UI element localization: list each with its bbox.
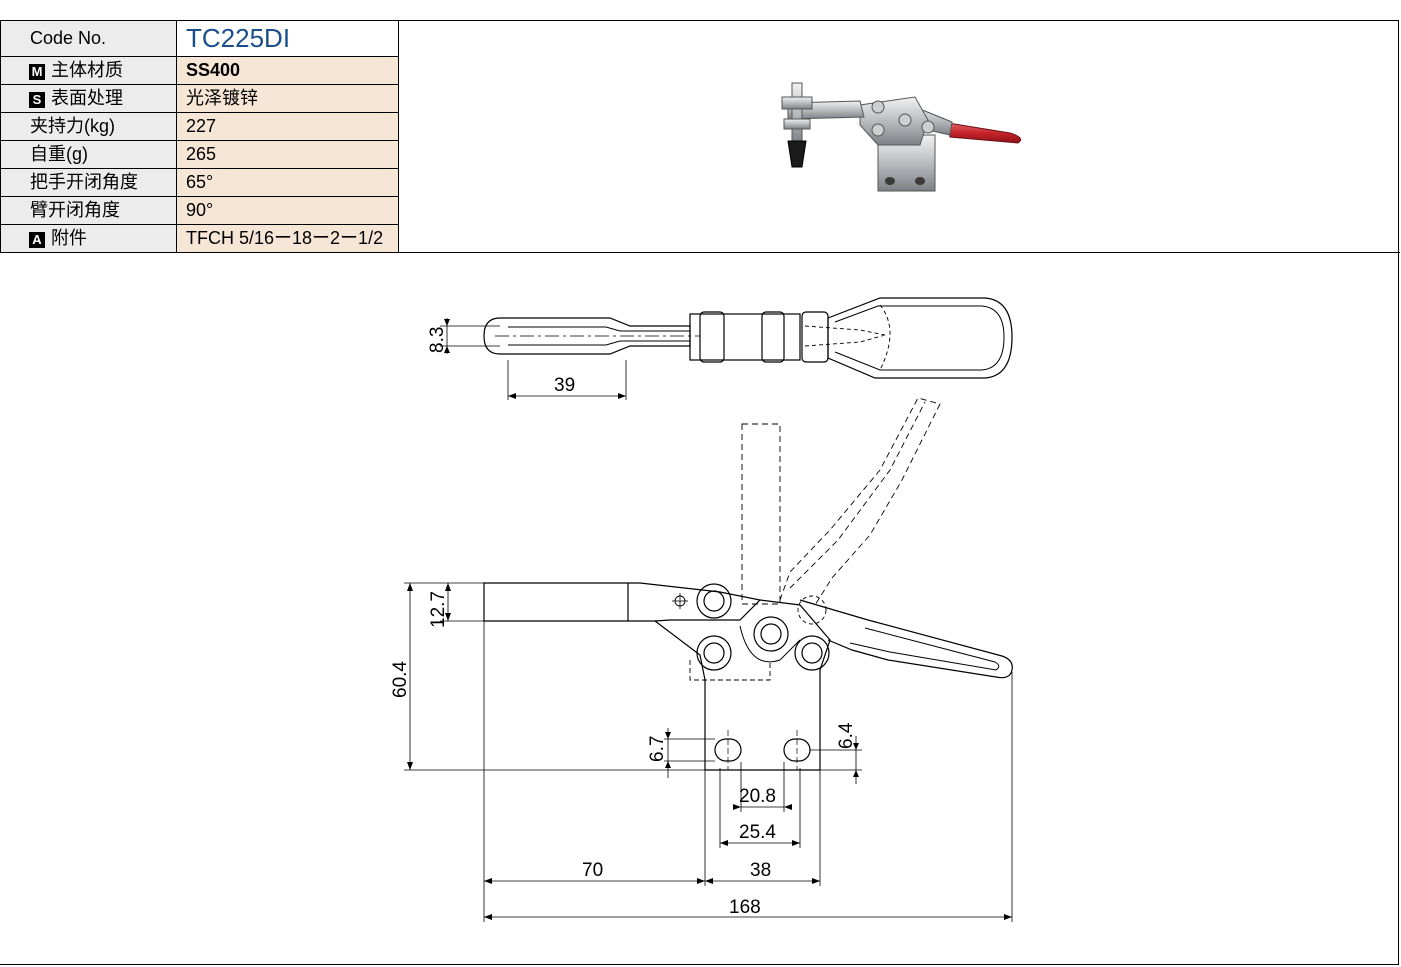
top-view	[440, 297, 1013, 400]
code-row: Code No. TC225DI	[0, 20, 399, 57]
dim-38: 38	[750, 860, 771, 881]
spec-label: 臂开闭角度	[0, 196, 177, 225]
badge-s-icon: S	[29, 92, 45, 108]
side-view-handle	[799, 599, 1013, 679]
spec-row-arm-angle: 臂开闭角度 90°	[0, 196, 399, 225]
handle-grip	[947, 122, 1022, 144]
side-view	[404, 397, 1013, 922]
spec-value: TFCH 5/16ー18ー2ー1/2	[176, 224, 399, 253]
spec-value: 光泽镀锌	[176, 84, 399, 113]
badge-a-icon: A	[29, 232, 45, 248]
spec-label: 表面处理	[51, 88, 123, 108]
spec-value: 65°	[176, 168, 399, 197]
spec-label: 夹持力(kg)	[0, 112, 177, 141]
dim-25-4: 25.4	[739, 822, 776, 843]
clamp-body	[859, 96, 929, 146]
dim-8-3: 8.3	[427, 327, 448, 353]
badge-m-icon: M	[29, 64, 45, 80]
spec-row-clamp-force: 夹持力(kg) 227	[0, 112, 399, 141]
product-photo	[781, 82, 1022, 192]
spindle	[791, 82, 803, 144]
dim-12-7: 12.7	[428, 591, 449, 628]
dim-60-4: 60.4	[390, 661, 411, 698]
spec-label: 主体材质	[51, 60, 123, 80]
dim-20-8: 20.8	[739, 786, 776, 807]
side-view-arm	[483, 582, 762, 622]
spec-value: SS400	[176, 56, 399, 85]
top-view-arm	[483, 317, 691, 355]
spec-row-handle-angle: 把手开闭角度 65°	[0, 168, 399, 197]
dim-70: 70	[582, 860, 603, 881]
spec-row-accessory: A 附件 TFCH 5/16ー18ー2ー1/2	[0, 224, 399, 253]
spec-value: 227	[176, 112, 399, 141]
spec-row-weight: 自重(g) 265	[0, 140, 399, 169]
spec-label: 把手开闭角度	[0, 168, 177, 197]
dim-6-7: 6.7	[647, 736, 668, 762]
section-divider	[0, 252, 1400, 253]
dim-6-4: 6.4	[836, 722, 857, 749]
code-value: TC225DI	[176, 20, 399, 57]
spec-row-material: M 主体材质 SS400	[0, 56, 399, 85]
rubber-tip	[787, 140, 807, 168]
top-view-handle	[827, 297, 1013, 379]
spec-label: 自重(g)	[0, 140, 177, 169]
sheet-frame	[0, 20, 1399, 965]
code-label: Code No.	[0, 20, 177, 57]
technical-drawing: 8.3 39 12.7 60.4 6.7 6.4 20.8 25.4 70 38…	[390, 297, 1013, 922]
spec-value: 265	[176, 140, 399, 169]
side-view-body	[654, 599, 831, 771]
spec-label: 附件	[51, 228, 87, 248]
dim-39: 39	[554, 375, 575, 396]
spec-row-surface: S 表面处理 光泽镀锌	[0, 84, 399, 113]
spec-value: 90°	[176, 196, 399, 225]
dim-168: 168	[729, 897, 761, 918]
